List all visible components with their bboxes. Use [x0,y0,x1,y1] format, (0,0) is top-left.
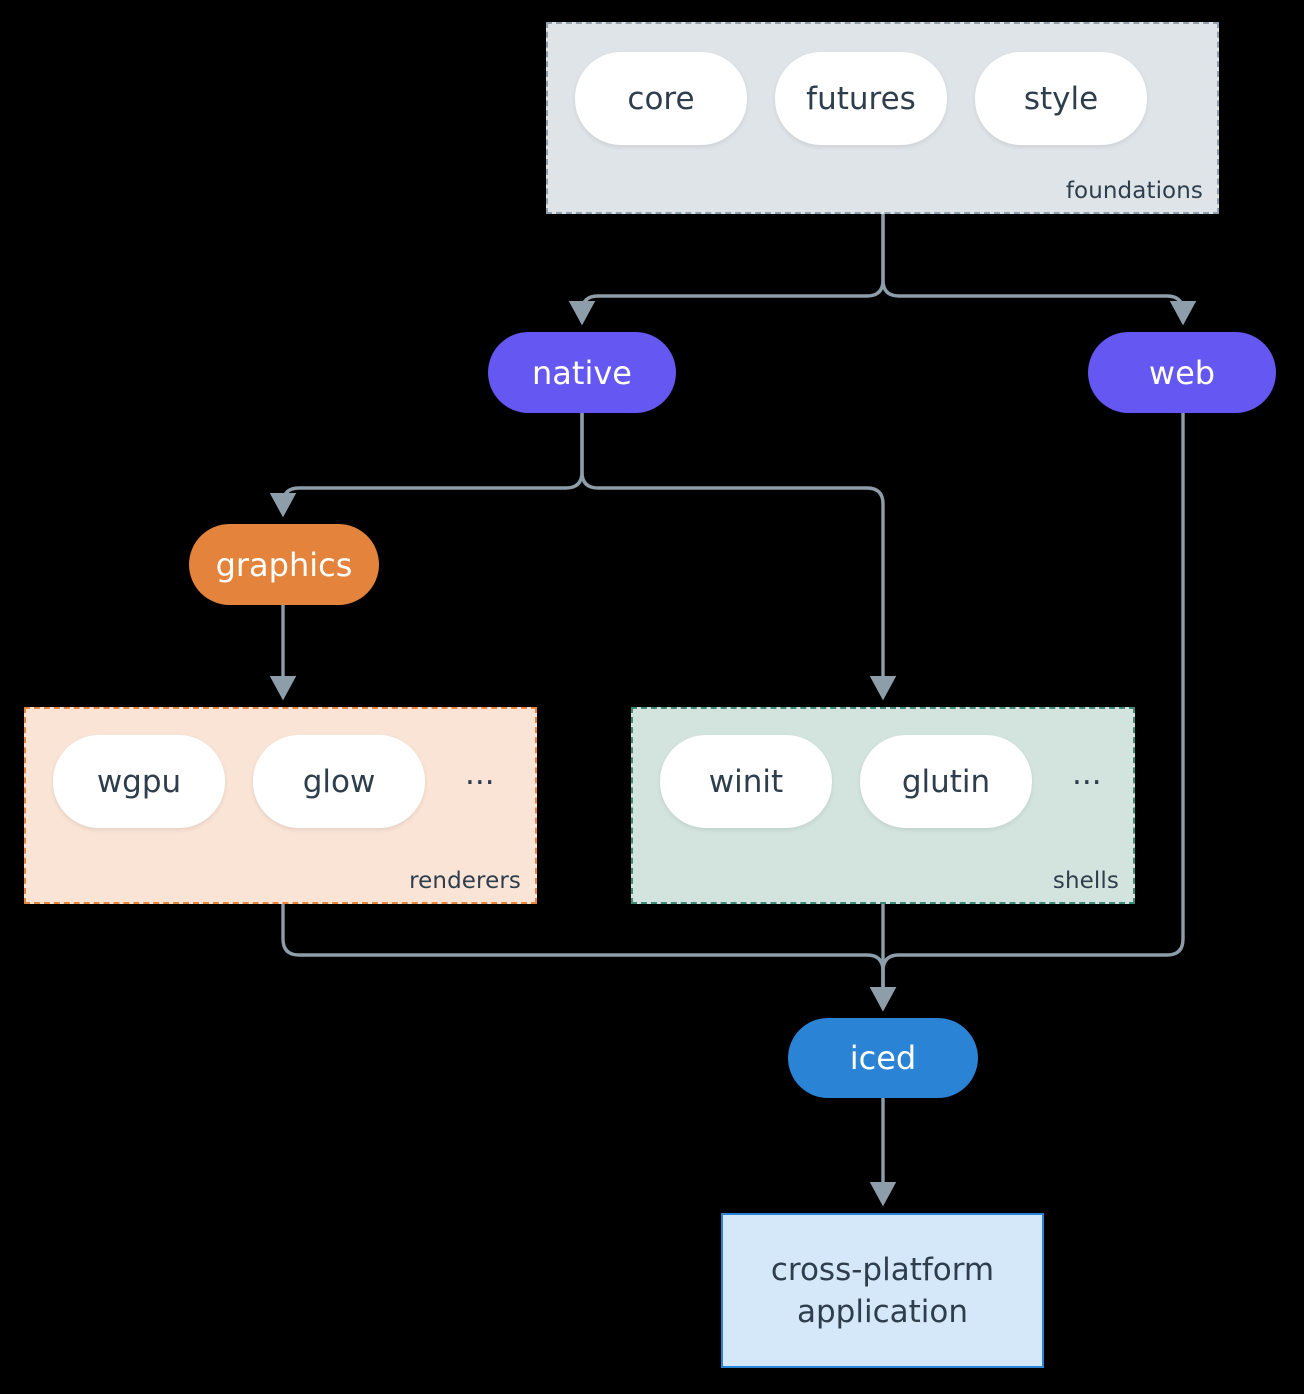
application-line-2: application [797,1293,968,1330]
pill-wgpu[interactable]: wgpu [53,735,225,828]
node-native[interactable]: native [488,332,676,413]
pill-glow[interactable]: glow [253,735,425,828]
application-line-1: cross-platform [770,1251,995,1288]
edge-renderers-iced [281,904,897,1012]
shells-more-ellipsis: ... [1072,756,1102,792]
group-foundations: core futures style foundations [546,22,1219,214]
group-label-shells: shells [1052,868,1119,894]
edge-native-graphics [269,413,584,518]
group-renderers: wgpu glow ... renderers [24,707,537,904]
node-graphics[interactable]: graphics [189,524,379,605]
node-web[interactable]: web [1088,332,1276,413]
node-iced[interactable]: iced [788,1018,978,1098]
node-cross-platform-application[interactable]: cross-platform application [721,1213,1044,1368]
group-label-foundations: foundations [1065,178,1203,204]
pill-futures[interactable]: futures [775,52,947,145]
pill-winit[interactable]: winit [660,735,832,828]
edge-native-shells [580,413,897,701]
edge-foundations-web [881,214,1197,326]
pill-glutin[interactable]: glutin [860,735,1032,828]
edge-foundations-native [568,214,885,326]
group-shells: winit glutin ... shells [631,707,1135,904]
foundations-items: core futures style [575,52,1147,145]
shells-items: winit glutin ... [660,735,1108,828]
pill-style[interactable]: style [975,52,1147,145]
pill-core[interactable]: core [575,52,747,145]
renderers-items: wgpu glow ... [53,735,501,828]
renderers-more-ellipsis: ... [465,756,495,792]
group-label-renderers: renderers [409,868,521,894]
